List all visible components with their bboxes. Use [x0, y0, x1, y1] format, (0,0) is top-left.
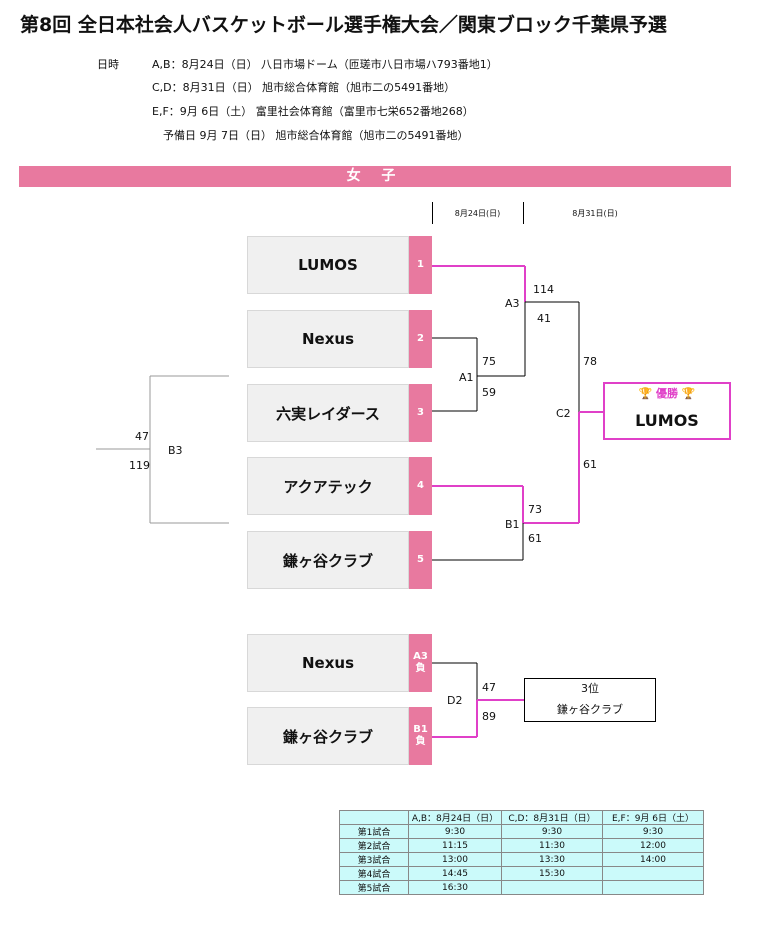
match-label: C2 — [556, 407, 571, 420]
table-cell: 12:00 — [602, 838, 704, 853]
table-cell: 9:30 — [408, 824, 502, 839]
table-cell — [602, 880, 704, 895]
seed-label-text: A3 負 — [413, 651, 428, 674]
table-row: 第3試合 13:00 13:30 14:00 — [339, 852, 704, 867]
table-cell: 第4試合 — [339, 866, 409, 881]
table-cell — [501, 880, 603, 895]
table-cell: 第2試合 — [339, 838, 409, 853]
score-bottom: 41 — [537, 312, 551, 325]
table-header-row: A,B：8月24日（日） C,D：8月31日（日） E,F：9月 6日（土） — [339, 810, 704, 825]
third-place-title: 3位 — [581, 682, 599, 695]
team-box: Nexus — [247, 310, 409, 368]
table-cell: 第1試合 — [339, 824, 409, 839]
table-cell: 第5試合 — [339, 880, 409, 895]
table-header-cell: C,D：8月31日（日） — [501, 810, 603, 825]
seed-label: B1 負 — [409, 707, 432, 765]
score-bottom: 59 — [482, 386, 496, 399]
score-bottom: 61 — [528, 532, 542, 545]
score-top: 75 — [482, 355, 496, 368]
champion-title: 🏆 優勝 🏆 — [638, 387, 696, 400]
table-cell: 13:00 — [408, 852, 502, 867]
bracket-a1 — [432, 337, 525, 412]
page-title: 第8回 全日本社会人バスケットボール選手権大会／関東ブロック千葉県予選 — [20, 14, 667, 36]
table-cell — [602, 866, 704, 881]
column-header-round2: 8月31日(日) — [572, 209, 618, 218]
team-name: 六実レイダース — [276, 404, 380, 423]
table-cell: 第3試合 — [339, 852, 409, 867]
champion-box — [603, 382, 731, 440]
match-label: D2 — [447, 694, 463, 707]
score-top: 78 — [583, 355, 597, 368]
division-banner: 女 子 — [19, 166, 731, 187]
team-name: Nexus — [301, 330, 354, 348]
team-box: 鎌ヶ谷クラブ — [247, 531, 409, 589]
team-name: 鎌ヶ谷クラブ — [282, 727, 373, 746]
table-header-cell — [339, 810, 409, 825]
table-cell: 11:15 — [408, 838, 502, 853]
match-label: B3 — [168, 444, 183, 457]
game-time-table: A,B：8月24日（日） C,D：8月31日（日） E,F：9月 6日（土） 第… — [339, 810, 704, 895]
score-top: 47 — [135, 430, 149, 443]
seed-number: 4 — [409, 457, 432, 515]
team-box: 鎌ヶ谷クラブ — [247, 707, 409, 765]
schedule-line: A,B：8月24日（日） 八日市場ドーム（匝瑳市八日市場ハ793番地1） — [152, 58, 498, 71]
table-cell: 14:00 — [602, 852, 704, 867]
team-box: 六実レイダース — [247, 384, 409, 442]
third-place-box — [524, 678, 656, 722]
score-top: 73 — [528, 503, 542, 516]
bracket-b3 — [96, 375, 229, 524]
team-name: 鎌ヶ谷クラブ — [282, 551, 373, 570]
table-row: 第5試合 16:30 — [339, 880, 704, 895]
column-divider — [523, 202, 524, 224]
schedule-line: 予備日 9月 7日（日） 旭市総合体育館（旭市二の5491番地） — [163, 129, 469, 142]
table-row: 第4試合 14:45 15:30 — [339, 866, 704, 881]
seed-label-text: B1 負 — [413, 724, 428, 747]
seed-number: 5 — [409, 531, 432, 589]
table-cell: 16:30 — [408, 880, 502, 895]
table-row: 第1試合 9:30 9:30 9:30 — [339, 824, 704, 839]
score-bottom: 61 — [583, 458, 597, 471]
table-row: 第2試合 11:15 11:30 12:00 — [339, 838, 704, 853]
team-name: アクアテック — [283, 477, 373, 496]
division-label: 女 子 — [346, 168, 404, 184]
team-name: LUMOS — [298, 256, 358, 274]
seed-number: 2 — [409, 310, 432, 368]
score-top: 47 — [482, 681, 496, 694]
seed-label: A3 負 — [409, 634, 432, 692]
table-cell: 13:30 — [501, 852, 603, 867]
team-box: LUMOS — [247, 236, 409, 294]
score-bottom: 119 — [129, 459, 150, 472]
third-place-name: 鎌ヶ谷クラブ — [557, 703, 623, 716]
seed-number: 3 — [409, 384, 432, 442]
column-header-round1: 8月24日(日) — [454, 209, 501, 218]
table-cell: 9:30 — [602, 824, 704, 839]
table-header-cell: A,B：8月24日（日） — [408, 810, 502, 825]
team-box: アクアテック — [247, 457, 409, 515]
table-cell: 9:30 — [501, 824, 603, 839]
schedule-line: E,F：9月 6日（土） 富里社会体育館（富里市七栄652番地268） — [152, 105, 474, 118]
champion-name: LUMOS — [635, 411, 699, 430]
table-cell: 14:45 — [408, 866, 502, 881]
team-box: Nexus — [247, 634, 409, 692]
match-label: A1 — [459, 371, 474, 384]
seed-number: 1 — [409, 236, 432, 294]
team-name: Nexus — [301, 654, 354, 672]
table-header-cell: E,F：9月 6日（土） — [602, 810, 704, 825]
schedule-line: C,D：8月31日（日） 旭市総合体育館（旭市二の5491番地） — [152, 81, 456, 94]
column-divider — [432, 202, 433, 224]
score-bottom: 89 — [482, 710, 496, 723]
table-cell: 11:30 — [501, 838, 603, 853]
score-top: 114 — [533, 283, 554, 296]
schedule-label: 日時 — [97, 58, 119, 71]
match-label: B1 — [505, 518, 520, 531]
table-cell: 15:30 — [501, 866, 603, 881]
match-label: A3 — [505, 297, 520, 310]
